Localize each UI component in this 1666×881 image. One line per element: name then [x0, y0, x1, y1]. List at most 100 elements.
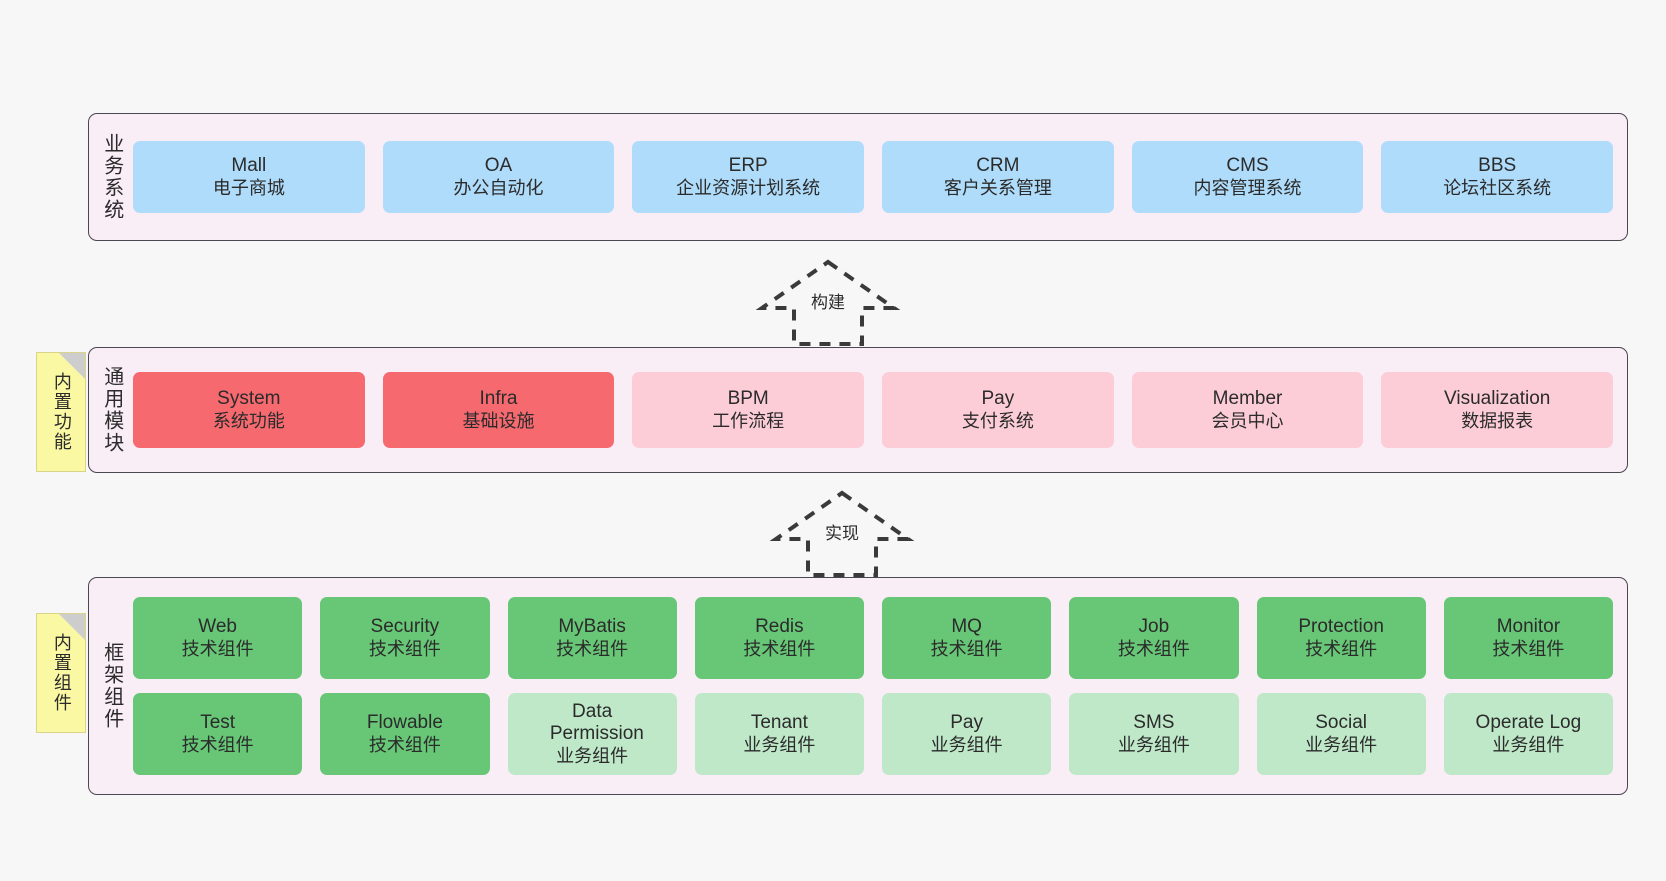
card-oa[interactable]: OA 办公自动化 [382, 141, 615, 213]
card-pay-business[interactable]: Pay 业务组件 [882, 693, 1052, 775]
arrow-build: 构建 [755, 258, 901, 346]
note-fold-corner-icon [59, 353, 85, 379]
card-subtitle: 企业资源计划系统 [676, 177, 821, 198]
card-title: Infra [479, 388, 518, 410]
card-security[interactable]: Security 技术组件 [320, 597, 490, 679]
card-subtitle: 业务组件 [1492, 734, 1565, 755]
card-title: CRM [976, 155, 1020, 177]
card-operate-log[interactable]: Operate Log 业务组件 [1443, 693, 1613, 775]
card-subtitle: 业务组件 [1305, 734, 1378, 755]
note-label: 内置组件 [51, 633, 72, 713]
card-title: Pay [950, 712, 983, 734]
card-title: Data Permission [549, 700, 644, 745]
card-subtitle: 数据报表 [1461, 410, 1534, 431]
card-subtitle: 技术组件 [1305, 638, 1378, 659]
card-crm[interactable]: CRM 客户关系管理 [882, 141, 1114, 213]
card-title: BPM [727, 388, 769, 410]
card-title: Protection [1298, 616, 1384, 638]
section-cards-framework-components: Web 技术组件 Security 技术组件 MyBatis 技术组件 Redi… [133, 578, 1627, 794]
card-job[interactable]: Job 技术组件 [1069, 597, 1239, 679]
section-common-modules: 通用模块 System 系统功能 Infra 基础设施 BPM 工作流程 Pay… [88, 347, 1628, 473]
card-member[interactable]: Member 会员中心 [1131, 372, 1364, 448]
card-title: Pay [981, 388, 1015, 410]
section-cards-common-modules: System 系统功能 Infra 基础设施 BPM 工作流程 Pay 支付系统… [133, 348, 1627, 472]
arrow-build-label: 构建 [811, 293, 845, 312]
card-title: BBS [1478, 155, 1517, 177]
card-title: Test [200, 712, 236, 734]
card-title: Social [1315, 712, 1367, 734]
note-builtin-components: 内置组件 [36, 613, 86, 733]
card-subtitle: 会员中心 [1211, 410, 1284, 431]
card-system[interactable]: System 系统功能 [133, 372, 365, 448]
card-subtitle: 技术组件 [1492, 638, 1565, 659]
card-subtitle: 技术组件 [368, 734, 441, 755]
card-cms[interactable]: CMS 内容管理系统 [1131, 141, 1364, 213]
card-subtitle: 技术组件 [181, 734, 254, 755]
card-title: Web [198, 616, 237, 638]
card-title: Tenant [750, 712, 808, 734]
note-fold-corner-icon [59, 614, 85, 640]
card-sms[interactable]: SMS 业务组件 [1069, 693, 1239, 775]
card-visualization[interactable]: Visualization 数据报表 [1381, 372, 1614, 448]
note-builtin-features: 内置功能 [36, 352, 86, 472]
card-web[interactable]: Web 技术组件 [133, 597, 303, 679]
card-subtitle: 业务组件 [1117, 734, 1190, 755]
card-row: Web 技术组件 Security 技术组件 MyBatis 技术组件 Redi… [133, 597, 1613, 679]
card-subtitle: 支付系统 [961, 410, 1034, 431]
card-pay[interactable]: Pay 支付系统 [882, 372, 1114, 448]
card-tenant[interactable]: Tenant 业务组件 [694, 693, 864, 775]
card-subtitle: 电子商城 [212, 177, 285, 198]
card-flowable[interactable]: Flowable 技术组件 [320, 693, 490, 775]
arrow-implement: 实现 [769, 489, 915, 577]
card-subtitle: 技术组件 [556, 638, 629, 659]
section-business-systems: 业务系统 Mall 电子商城 OA 办公自动化 ERP 企业资源计划系统 CRM… [88, 113, 1628, 241]
section-title-business-systems: 业务系统 [100, 133, 123, 221]
card-data-permission[interactable]: Data Permission 业务组件 [507, 693, 677, 775]
card-subtitle: 内容管理系统 [1193, 177, 1302, 198]
card-social[interactable]: Social 业务组件 [1256, 693, 1426, 775]
card-title: MQ [951, 616, 982, 638]
card-row: Mall 电子商城 OA 办公自动化 ERP 企业资源计划系统 CRM 客户关系… [133, 141, 1614, 213]
card-subtitle: 业务组件 [743, 734, 816, 755]
card-title: Flowable [366, 712, 443, 734]
card-title: Operate Log [1475, 712, 1582, 734]
card-subtitle: 技术组件 [1117, 638, 1190, 659]
card-bpm[interactable]: BPM 工作流程 [632, 372, 865, 448]
card-test[interactable]: Test 技术组件 [133, 693, 303, 775]
card-title: Security [370, 616, 440, 638]
card-subtitle: 技术组件 [930, 638, 1003, 659]
card-title: Job [1138, 616, 1170, 638]
card-subtitle: 工作流程 [712, 410, 785, 431]
section-title-common-modules: 通用模块 [100, 366, 123, 454]
card-protection[interactable]: Protection 技术组件 [1256, 597, 1426, 679]
card-infra[interactable]: Infra 基础设施 [382, 372, 615, 448]
card-mall[interactable]: Mall 电子商城 [133, 141, 365, 213]
card-subtitle: 技术组件 [743, 638, 816, 659]
card-title: Visualization [1444, 388, 1551, 410]
card-monitor[interactable]: Monitor 技术组件 [1443, 597, 1613, 679]
card-title: Mall [231, 155, 267, 177]
card-title: MyBatis [558, 616, 626, 638]
card-mybatis[interactable]: MyBatis 技术组件 [507, 597, 677, 679]
card-subtitle: 业务组件 [930, 734, 1003, 755]
card-mq[interactable]: MQ 技术组件 [882, 597, 1052, 679]
section-cards-business-systems: Mall 电子商城 OA 办公自动化 ERP 企业资源计划系统 CRM 客户关系… [133, 114, 1627, 240]
card-title: Monitor [1496, 616, 1561, 638]
card-subtitle: 办公自动化 [453, 177, 544, 198]
card-subtitle: 论坛社区系统 [1443, 177, 1552, 198]
card-subtitle: 客户关系管理 [943, 177, 1052, 198]
card-title: Member [1212, 388, 1283, 410]
note-label: 内置功能 [51, 372, 72, 452]
card-title: System [217, 388, 281, 410]
card-bbs[interactable]: BBS 论坛社区系统 [1381, 141, 1614, 213]
section-title-framework-components: 框架组件 [100, 642, 123, 730]
arrow-implement-icon [769, 490, 915, 577]
arrow-implement-label: 实现 [825, 524, 859, 543]
card-erp[interactable]: ERP 企业资源计划系统 [632, 141, 865, 213]
card-row: Test 技术组件 Flowable 技术组件 Data Permission … [133, 693, 1613, 775]
card-subtitle: 业务组件 [556, 745, 629, 766]
card-subtitle: 技术组件 [181, 638, 254, 659]
card-redis[interactable]: Redis 技术组件 [694, 597, 864, 679]
card-title: Redis [755, 616, 804, 638]
